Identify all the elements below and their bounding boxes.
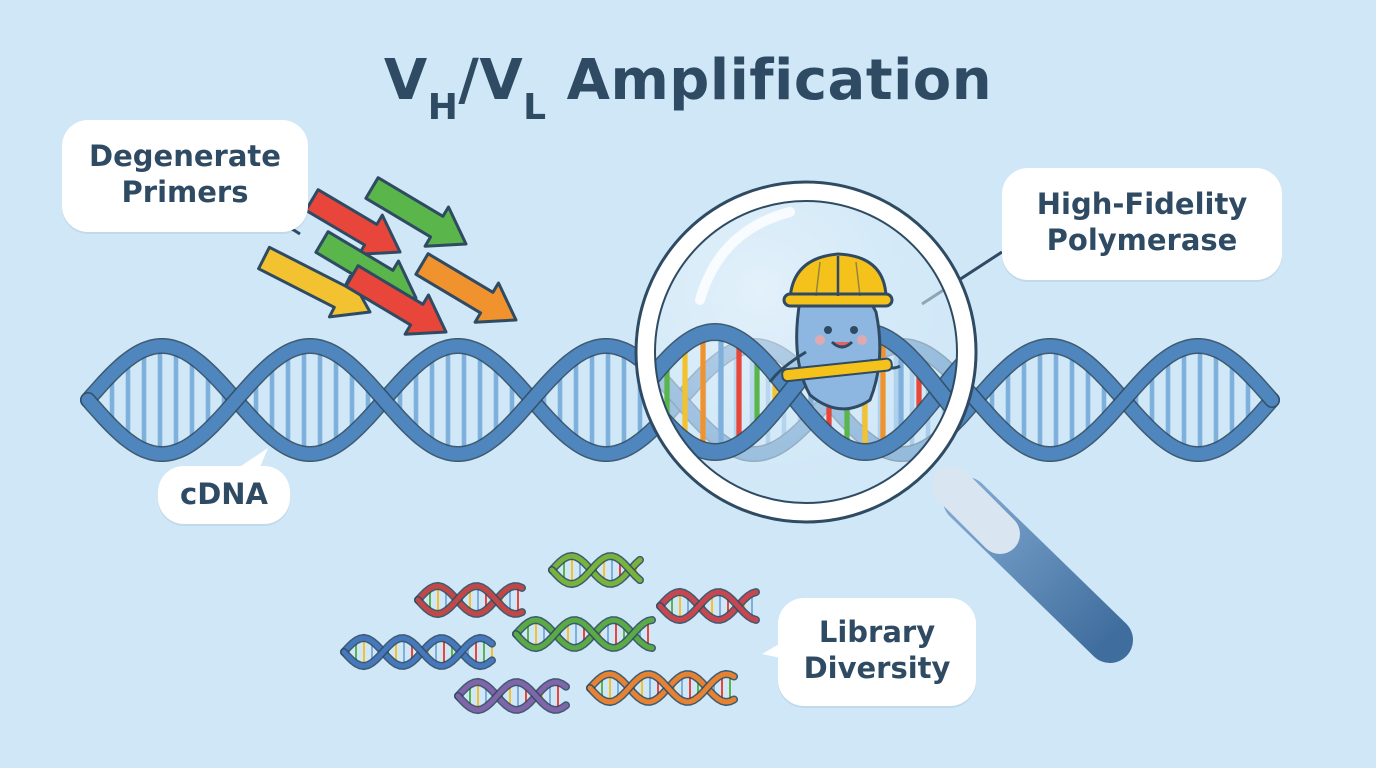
primer-arrow-icon <box>344 264 448 336</box>
high-fidelity-polymerase-label: High-Fidelity Polymerase <box>1002 168 1282 280</box>
dna-helix-icon <box>656 587 760 625</box>
degenerate-primers-arrows <box>257 176 518 336</box>
cdna-label: cDNA <box>158 466 290 524</box>
library-helices <box>340 551 760 715</box>
dna-helix-icon <box>454 677 570 715</box>
primer-arrow-icon <box>304 188 402 256</box>
dna-helix-icon <box>548 551 644 589</box>
hard-hat-icon <box>782 252 894 308</box>
primer-arrow-icon <box>414 252 518 324</box>
dna-helix-icon <box>414 581 526 619</box>
library-diversity-label: Library Diversity <box>778 598 976 706</box>
dna-helix-icon <box>340 633 496 671</box>
polymerase-enzyme-character <box>768 252 901 411</box>
primer-arrow-icon <box>364 176 468 248</box>
dna-helix-icon <box>586 669 738 707</box>
diagram-title: VH/VL Amplification <box>383 48 993 128</box>
dna-helix-icon <box>512 615 656 653</box>
degenerate-primers-label: Degenerate Primers <box>62 120 308 232</box>
